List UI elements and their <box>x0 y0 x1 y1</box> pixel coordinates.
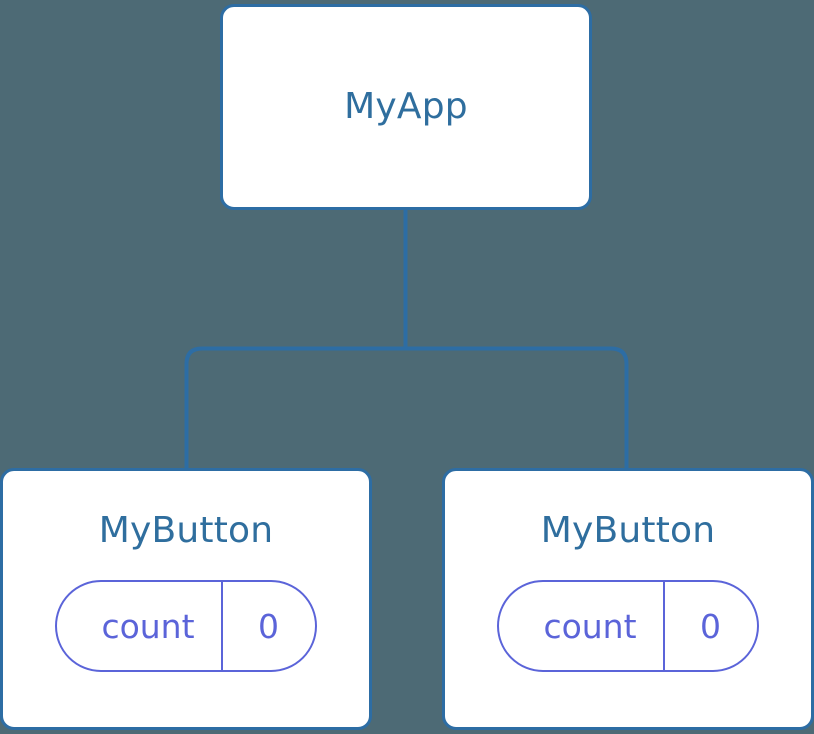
property-value-right: 0 <box>662 582 757 670</box>
property-value-left: 0 <box>220 582 315 670</box>
node-mybutton-left-title: MyButton <box>98 510 274 551</box>
property-pill-count-left[interactable]: count 0 <box>55 580 317 672</box>
edge-branch-bar <box>184 346 629 470</box>
node-mybutton-right-title: MyButton <box>540 510 716 551</box>
property-key-right: count <box>543 606 637 646</box>
node-mybutton-right[interactable]: MyButton count 0 <box>442 468 814 730</box>
property-key-left: count <box>101 606 195 646</box>
property-pill-count-right[interactable]: count 0 <box>497 580 759 672</box>
node-myapp[interactable]: MyApp <box>220 4 592 210</box>
node-mybutton-left[interactable]: MyButton count 0 <box>0 468 372 730</box>
node-myapp-title: MyApp <box>344 86 468 127</box>
